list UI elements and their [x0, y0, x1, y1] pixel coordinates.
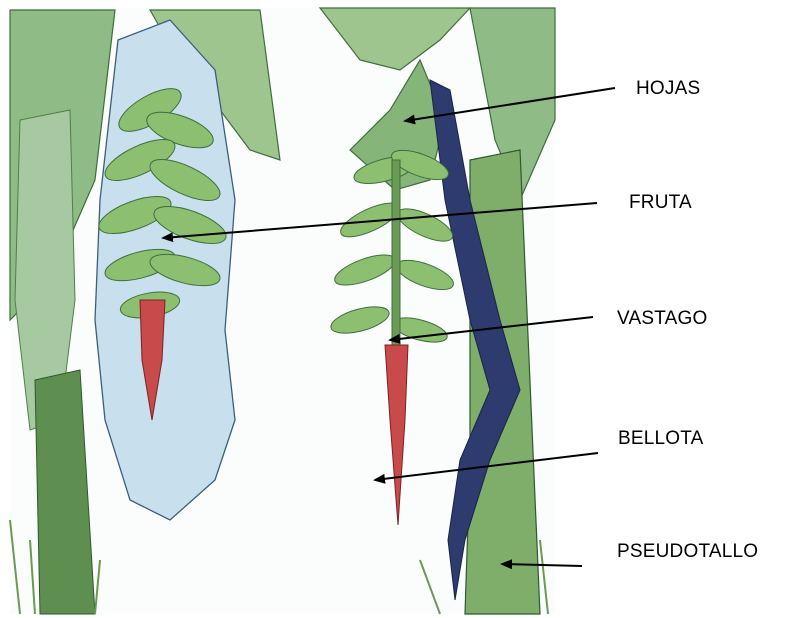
label-bellota: BELLOTA [618, 428, 704, 450]
label-hojas: HOJAS [636, 78, 700, 100]
illustration [10, 8, 555, 614]
label-vastago: VASTAGO [617, 308, 707, 330]
label-fruta: FRUTA [629, 192, 692, 214]
vastago-stem [392, 160, 400, 345]
label-pseudotallo: PSEUDOTALLO [617, 541, 758, 563]
